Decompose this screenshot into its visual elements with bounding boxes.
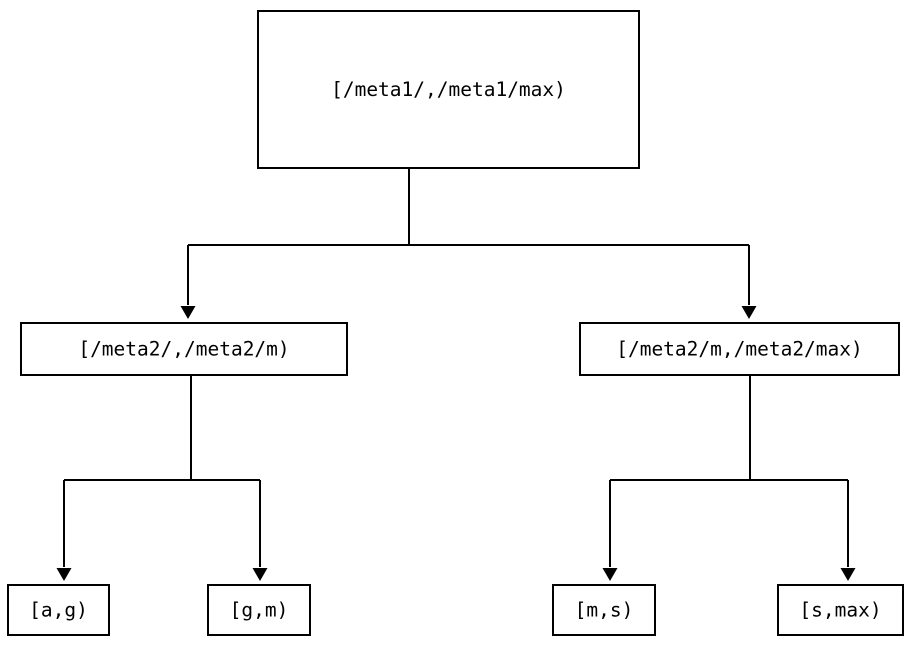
child-left-to-leaf-1-arrowhead-icon (56, 568, 72, 581)
node-root-box[interactable] (256, 9, 641, 170)
child-right-to-leaf-4 (748, 375, 856, 581)
node-leaf-3-label: [m,s) (575, 599, 634, 622)
connector-layer (56, 168, 856, 581)
node-leaf-3-box[interactable] (551, 583, 657, 637)
node-leaf-2[interactable]: [g,m) (206, 583, 312, 637)
node-root[interactable]: [/meta1/,/meta1/max) (256, 9, 641, 170)
root-to-child-left (180, 168, 411, 319)
node-root-label: [/meta1/,/meta1/max) (331, 78, 566, 101)
node-leaf-4-label: [s,max) (799, 599, 881, 622)
child-left-to-leaf-2 (189, 375, 268, 581)
root-to-child-right-arrowhead-icon (741, 306, 757, 319)
root-to-child-right (407, 168, 757, 319)
node-leaf-1-label: [a,g) (29, 599, 88, 622)
child-left-to-leaf-1 (56, 375, 193, 581)
node-leaf-1-box[interactable] (6, 583, 111, 637)
child-right-to-leaf-3 (602, 375, 752, 581)
node-child-right-box[interactable] (578, 321, 901, 377)
node-child-left-label: [/meta2/,/meta2/m) (78, 338, 289, 361)
child-right-to-leaf-3-arrowhead-icon (602, 568, 618, 581)
node-layer: [/meta1/,/meta1/max) [/meta2/,/meta2/m) [/… (6, 9, 905, 637)
node-leaf-4-box[interactable] (776, 583, 905, 637)
node-leaf-2-label: [g,m) (230, 599, 289, 622)
child-right-to-leaf-4-arrowhead-icon (840, 568, 856, 581)
node-child-left-box[interactable] (19, 321, 349, 377)
node-child-left[interactable]: [/meta2/,/meta2/m) (19, 321, 349, 377)
child-left-to-leaf-2-arrowhead-icon (252, 568, 268, 581)
node-leaf-1[interactable]: [a,g) (6, 583, 111, 637)
node-child-right[interactable]: [/meta2/m,/meta2/max) (578, 321, 901, 377)
node-leaf-2-box[interactable] (206, 583, 312, 637)
root-to-child-left-arrowhead-icon (180, 306, 196, 319)
node-child-right-label: [/meta2/m,/meta2/max) (616, 338, 863, 361)
node-leaf-4[interactable]: [s,max) (776, 583, 905, 637)
node-leaf-3[interactable]: [m,s) (551, 583, 657, 637)
